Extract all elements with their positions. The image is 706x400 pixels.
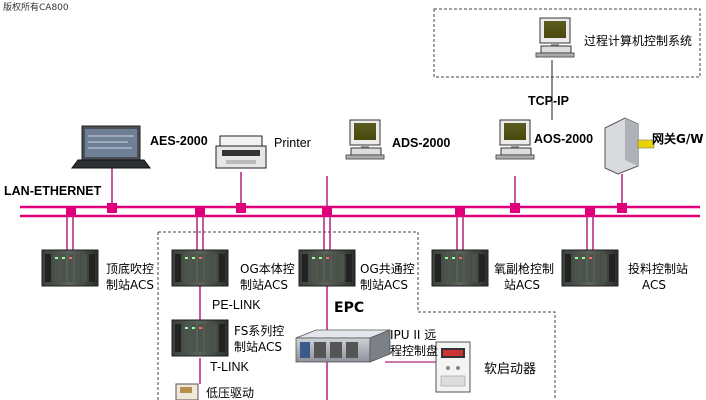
- og-common-plc-icon: [298, 249, 356, 287]
- epc-panel-icon: [295, 329, 391, 363]
- soft-starter-icon: [435, 341, 471, 393]
- ads-label: ADS-2000: [392, 136, 451, 150]
- feeding-plc-icon: [561, 249, 619, 287]
- bus-nodes: [66, 203, 627, 216]
- fs-series-label-line2: 制站ACS: [234, 340, 282, 354]
- og-common-label-line1: OG共通控: [360, 262, 415, 276]
- epc-label: EPC: [334, 300, 365, 316]
- top-blow-label-line1: 顶底吹控: [106, 262, 155, 276]
- soft-starter-label: 软启动器: [484, 362, 537, 377]
- ads-computer-icon: [345, 119, 385, 160]
- top-blow-plc-icon: [41, 249, 99, 287]
- ipu-label-line1: IPU II 远: [390, 328, 437, 342]
- acs-zone-box: [158, 231, 556, 400]
- pe-link-label: PE-LINK: [212, 298, 261, 312]
- process-computer-icon: [535, 17, 575, 58]
- process-system-box: [433, 8, 701, 78]
- t-link-label: T-LINK: [210, 360, 249, 374]
- og-common-label-line2: 制站ACS: [360, 278, 408, 292]
- low-voltage-drive-icon: [175, 383, 199, 400]
- gateway-label: 网关G/W: [652, 132, 704, 146]
- oxygen-lance-label-line1: 氧副枪控制: [494, 262, 555, 276]
- og-main-plc-icon: [171, 249, 229, 287]
- tcp-ip-label: TCP-IP: [528, 94, 569, 108]
- low-voltage-label: 低压驱动: [206, 386, 255, 400]
- fs-series-label-line1: FS系列控: [234, 324, 285, 338]
- aos-label: AOS-2000: [534, 132, 594, 146]
- aes-label: AES-2000: [150, 134, 208, 148]
- printer-icon: [215, 135, 267, 169]
- og-main-label-line1: OG本体控: [240, 262, 295, 276]
- lan-label: LAN-ETHERNET: [4, 184, 102, 198]
- top-blow-label-line2: 制站ACS: [106, 278, 154, 292]
- fs-series-plc-icon: [171, 319, 229, 357]
- feeding-label-line2: ACS: [642, 278, 666, 292]
- ipu-label-line2: 程控制盘: [390, 344, 439, 358]
- aos-computer-icon: [495, 119, 535, 160]
- oxygen-lance-plc-icon: [431, 249, 489, 287]
- process-computer-label: 过程计算机控制系统: [584, 34, 693, 48]
- oxygen-lance-label-line2: 站ACS: [504, 278, 540, 292]
- og-main-label-line2: 制站ACS: [240, 278, 288, 292]
- aes-laptop-icon: [71, 125, 151, 169]
- feeding-label-line1: 投料控制站: [628, 262, 689, 276]
- gateway-icon: [604, 117, 655, 175]
- printer-label: Printer: [274, 136, 311, 150]
- copyright-text: 版权所有CA800: [3, 3, 69, 13]
